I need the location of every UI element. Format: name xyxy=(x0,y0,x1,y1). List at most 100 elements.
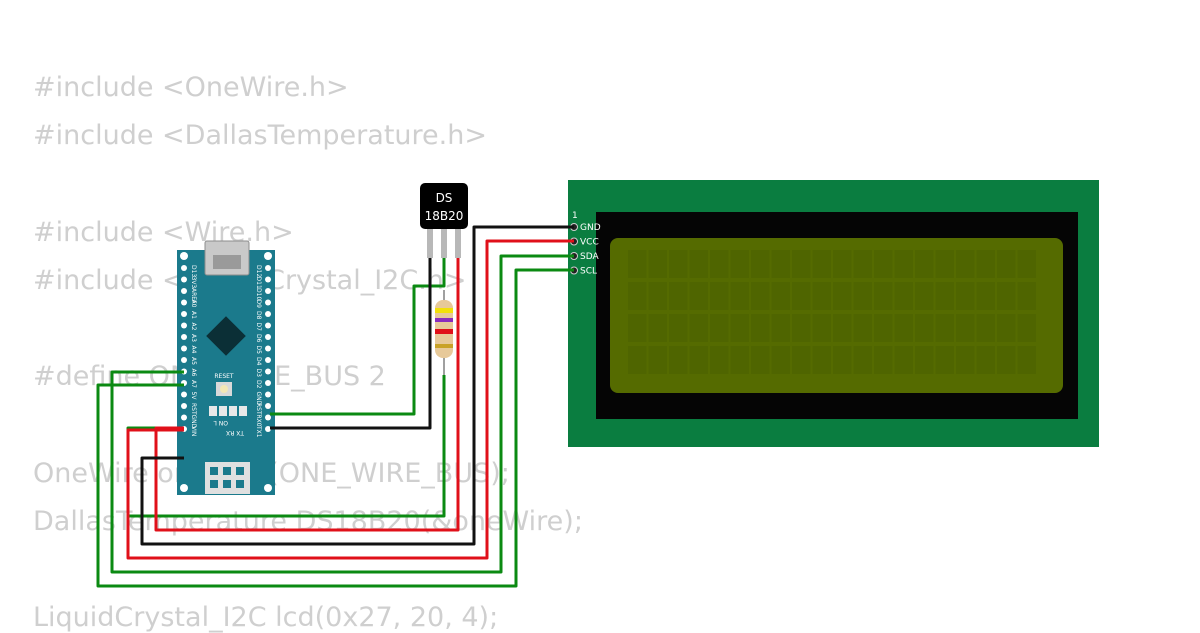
wire-resistor-to-5v[interactable] xyxy=(126,375,446,518)
lcd-char-cell xyxy=(648,282,667,310)
lcd-char-cell xyxy=(915,282,934,310)
lcd-char-cell xyxy=(628,346,647,374)
nano-pin-d2[interactable] xyxy=(265,380,271,386)
code-line: #include <DallasTemperature.h> xyxy=(33,120,487,152)
lcd-char-cell xyxy=(771,314,790,342)
nano-pin-tx1[interactable] xyxy=(265,426,271,432)
nano-pin-d9[interactable] xyxy=(265,299,271,306)
nano-pin-d12[interactable] xyxy=(265,265,271,271)
nano-pin-d7[interactable] xyxy=(265,322,271,329)
lcd-char-cell xyxy=(976,282,995,310)
icsp-pin xyxy=(236,467,244,475)
nano-pin-3v3[interactable] xyxy=(181,276,187,283)
lcd-char-cell xyxy=(853,346,872,374)
lcd-char-cell xyxy=(792,346,811,374)
lcd-pin-label: SCL xyxy=(580,267,597,277)
lcd-char-cell xyxy=(812,314,831,342)
lcd-char-cell xyxy=(689,314,708,342)
nano-pin-label: GND xyxy=(255,392,262,406)
lcd-char-cell xyxy=(1017,282,1036,310)
code-line: LiquidCrystal_I2C lcd(0x27, 20, 4); xyxy=(33,602,499,633)
lcd-char-cell xyxy=(833,314,852,342)
nano-pin-label: AREF xyxy=(190,288,197,304)
sensor-leg-vdd xyxy=(455,226,461,258)
nano-pin-d4[interactable] xyxy=(265,357,271,363)
nano-pin-d10[interactable] xyxy=(265,288,271,294)
led-tx xyxy=(229,406,237,416)
lcd-char-cell xyxy=(874,250,893,278)
lcd-char-cell xyxy=(833,282,852,310)
pullup-resistor[interactable] xyxy=(435,290,453,375)
lcd-char-cell xyxy=(915,346,934,374)
wire-ds18b20-data-to-d2[interactable] xyxy=(270,258,446,416)
wire-lcd-gnd[interactable] xyxy=(140,225,574,546)
led-l xyxy=(219,406,227,416)
nano-pin-label: D7 xyxy=(255,323,262,332)
led-rx xyxy=(239,406,247,416)
nano-pin-rx0[interactable] xyxy=(265,414,271,421)
nano-pin-label: D11 xyxy=(255,277,262,289)
nano-pin-a3[interactable] xyxy=(181,334,187,340)
usb-port xyxy=(213,255,241,269)
nano-pin-label: VIN xyxy=(190,426,197,436)
nano-pin-label: RX0 xyxy=(255,415,262,427)
nano-pin-d8[interactable] xyxy=(265,311,271,317)
nano-pin-label: A1 xyxy=(190,311,197,319)
ds18b20-sensor[interactable]: DS 18B20 xyxy=(420,183,468,258)
wire-ds18b20-gnd-to-gnd[interactable] xyxy=(270,258,432,430)
wire-lcd-vcc[interactable] xyxy=(126,239,574,560)
led-labels: ON L xyxy=(213,419,228,426)
nano-pin-d6[interactable] xyxy=(265,334,271,340)
lcd-char-cell xyxy=(648,250,667,278)
nano-pin-a1[interactable] xyxy=(181,311,187,317)
lcd-char-cell xyxy=(648,314,667,342)
sensor-body xyxy=(420,183,468,229)
nano-pin-label: D3 xyxy=(255,369,262,378)
nano-pin-a2[interactable] xyxy=(181,322,187,329)
wire-lcd-scl-to-a5[interactable] xyxy=(96,268,574,588)
icsp-pin xyxy=(236,480,244,488)
wire-lcd-sda-to-a4[interactable] xyxy=(110,254,574,574)
lcd-char-cell xyxy=(956,282,975,310)
icsp-pin xyxy=(210,480,218,488)
lcd-char-cell xyxy=(689,250,708,278)
nano-pin-label: D12 xyxy=(255,265,262,277)
resistor-band-3 xyxy=(435,329,453,334)
lcd-char-cell xyxy=(710,282,729,310)
nano-pin-d3[interactable] xyxy=(265,368,271,375)
nano-pin-d13[interactable] xyxy=(181,265,187,271)
nano-pin-label: 3V3 xyxy=(190,277,197,289)
lcd-pin-label: VCC xyxy=(580,238,599,248)
nano-pin-a4[interactable] xyxy=(181,345,187,352)
nano-pin-label: D4 xyxy=(255,357,262,366)
lcd-char-cell xyxy=(730,250,749,278)
lcd-char-cell xyxy=(730,314,749,342)
lcd-char-cell xyxy=(894,282,913,310)
lcd-char-cell xyxy=(997,314,1016,342)
arduino-nano[interactable]: RESET ON L TX RX D133V3AREFA0A1A2A3A4A5A… xyxy=(177,240,275,495)
nano-pin-d5[interactable] xyxy=(265,345,271,352)
nano-pin-d11[interactable] xyxy=(265,276,271,283)
nano-pin-gnd[interactable] xyxy=(181,414,187,421)
nano-pin-aref[interactable] xyxy=(181,288,187,294)
wire-ds18b20-vdd-to-5v[interactable] xyxy=(154,258,460,532)
lcd-char-cell xyxy=(1017,346,1036,374)
lcd-char-cell xyxy=(874,314,893,342)
wires xyxy=(96,225,574,588)
nano-pin-label: A5 xyxy=(190,357,197,365)
sensor-label-2: 18B20 xyxy=(425,209,464,223)
nano-pin-label: A4 xyxy=(190,346,197,354)
nano-pin-a5[interactable] xyxy=(181,357,187,363)
nano-pin-gnd[interactable] xyxy=(265,391,271,398)
lcd-char-cell xyxy=(976,314,995,342)
lcd-char-cell xyxy=(710,250,729,278)
nano-pin-rst[interactable] xyxy=(265,403,271,409)
nano-pin-rst[interactable] xyxy=(181,403,187,409)
nano-pin-5v[interactable] xyxy=(181,391,187,398)
nano-pin-a0[interactable] xyxy=(181,299,187,306)
lcd-char-cell xyxy=(997,282,1016,310)
lcd-char-cell xyxy=(976,250,995,278)
